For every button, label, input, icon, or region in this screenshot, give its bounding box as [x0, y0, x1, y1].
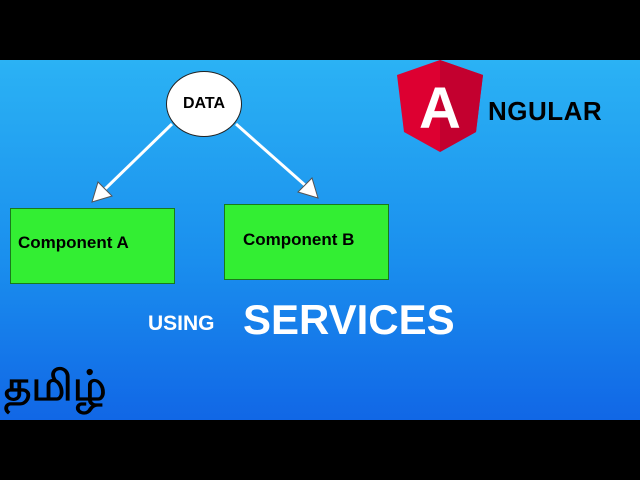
letterbox-top [0, 0, 640, 60]
arrow-head-to-component-b [297, 177, 319, 199]
data-node-label: DATA [182, 95, 226, 112]
letterbox-bottom [0, 420, 640, 480]
angular-logo-letter: A [419, 76, 461, 141]
services-title: SERVICES [243, 296, 455, 343]
using-text: USING [148, 312, 215, 335]
component-b-box: Component B [224, 204, 389, 280]
angular-logo-icon: A [397, 60, 483, 152]
angular-wordmark: NGULAR [488, 96, 603, 126]
data-node: DATA [166, 71, 242, 137]
component-b-label: Component B [243, 230, 355, 249]
language-label: தமிழ் [4, 362, 107, 409]
arrow-head-to-component-a [91, 181, 113, 203]
component-a-label: Component A [18, 233, 129, 252]
arrow-line-to-component-b [235, 122, 307, 188]
component-a-box: Component A [10, 208, 175, 284]
arrow-line-to-component-a [102, 122, 174, 192]
